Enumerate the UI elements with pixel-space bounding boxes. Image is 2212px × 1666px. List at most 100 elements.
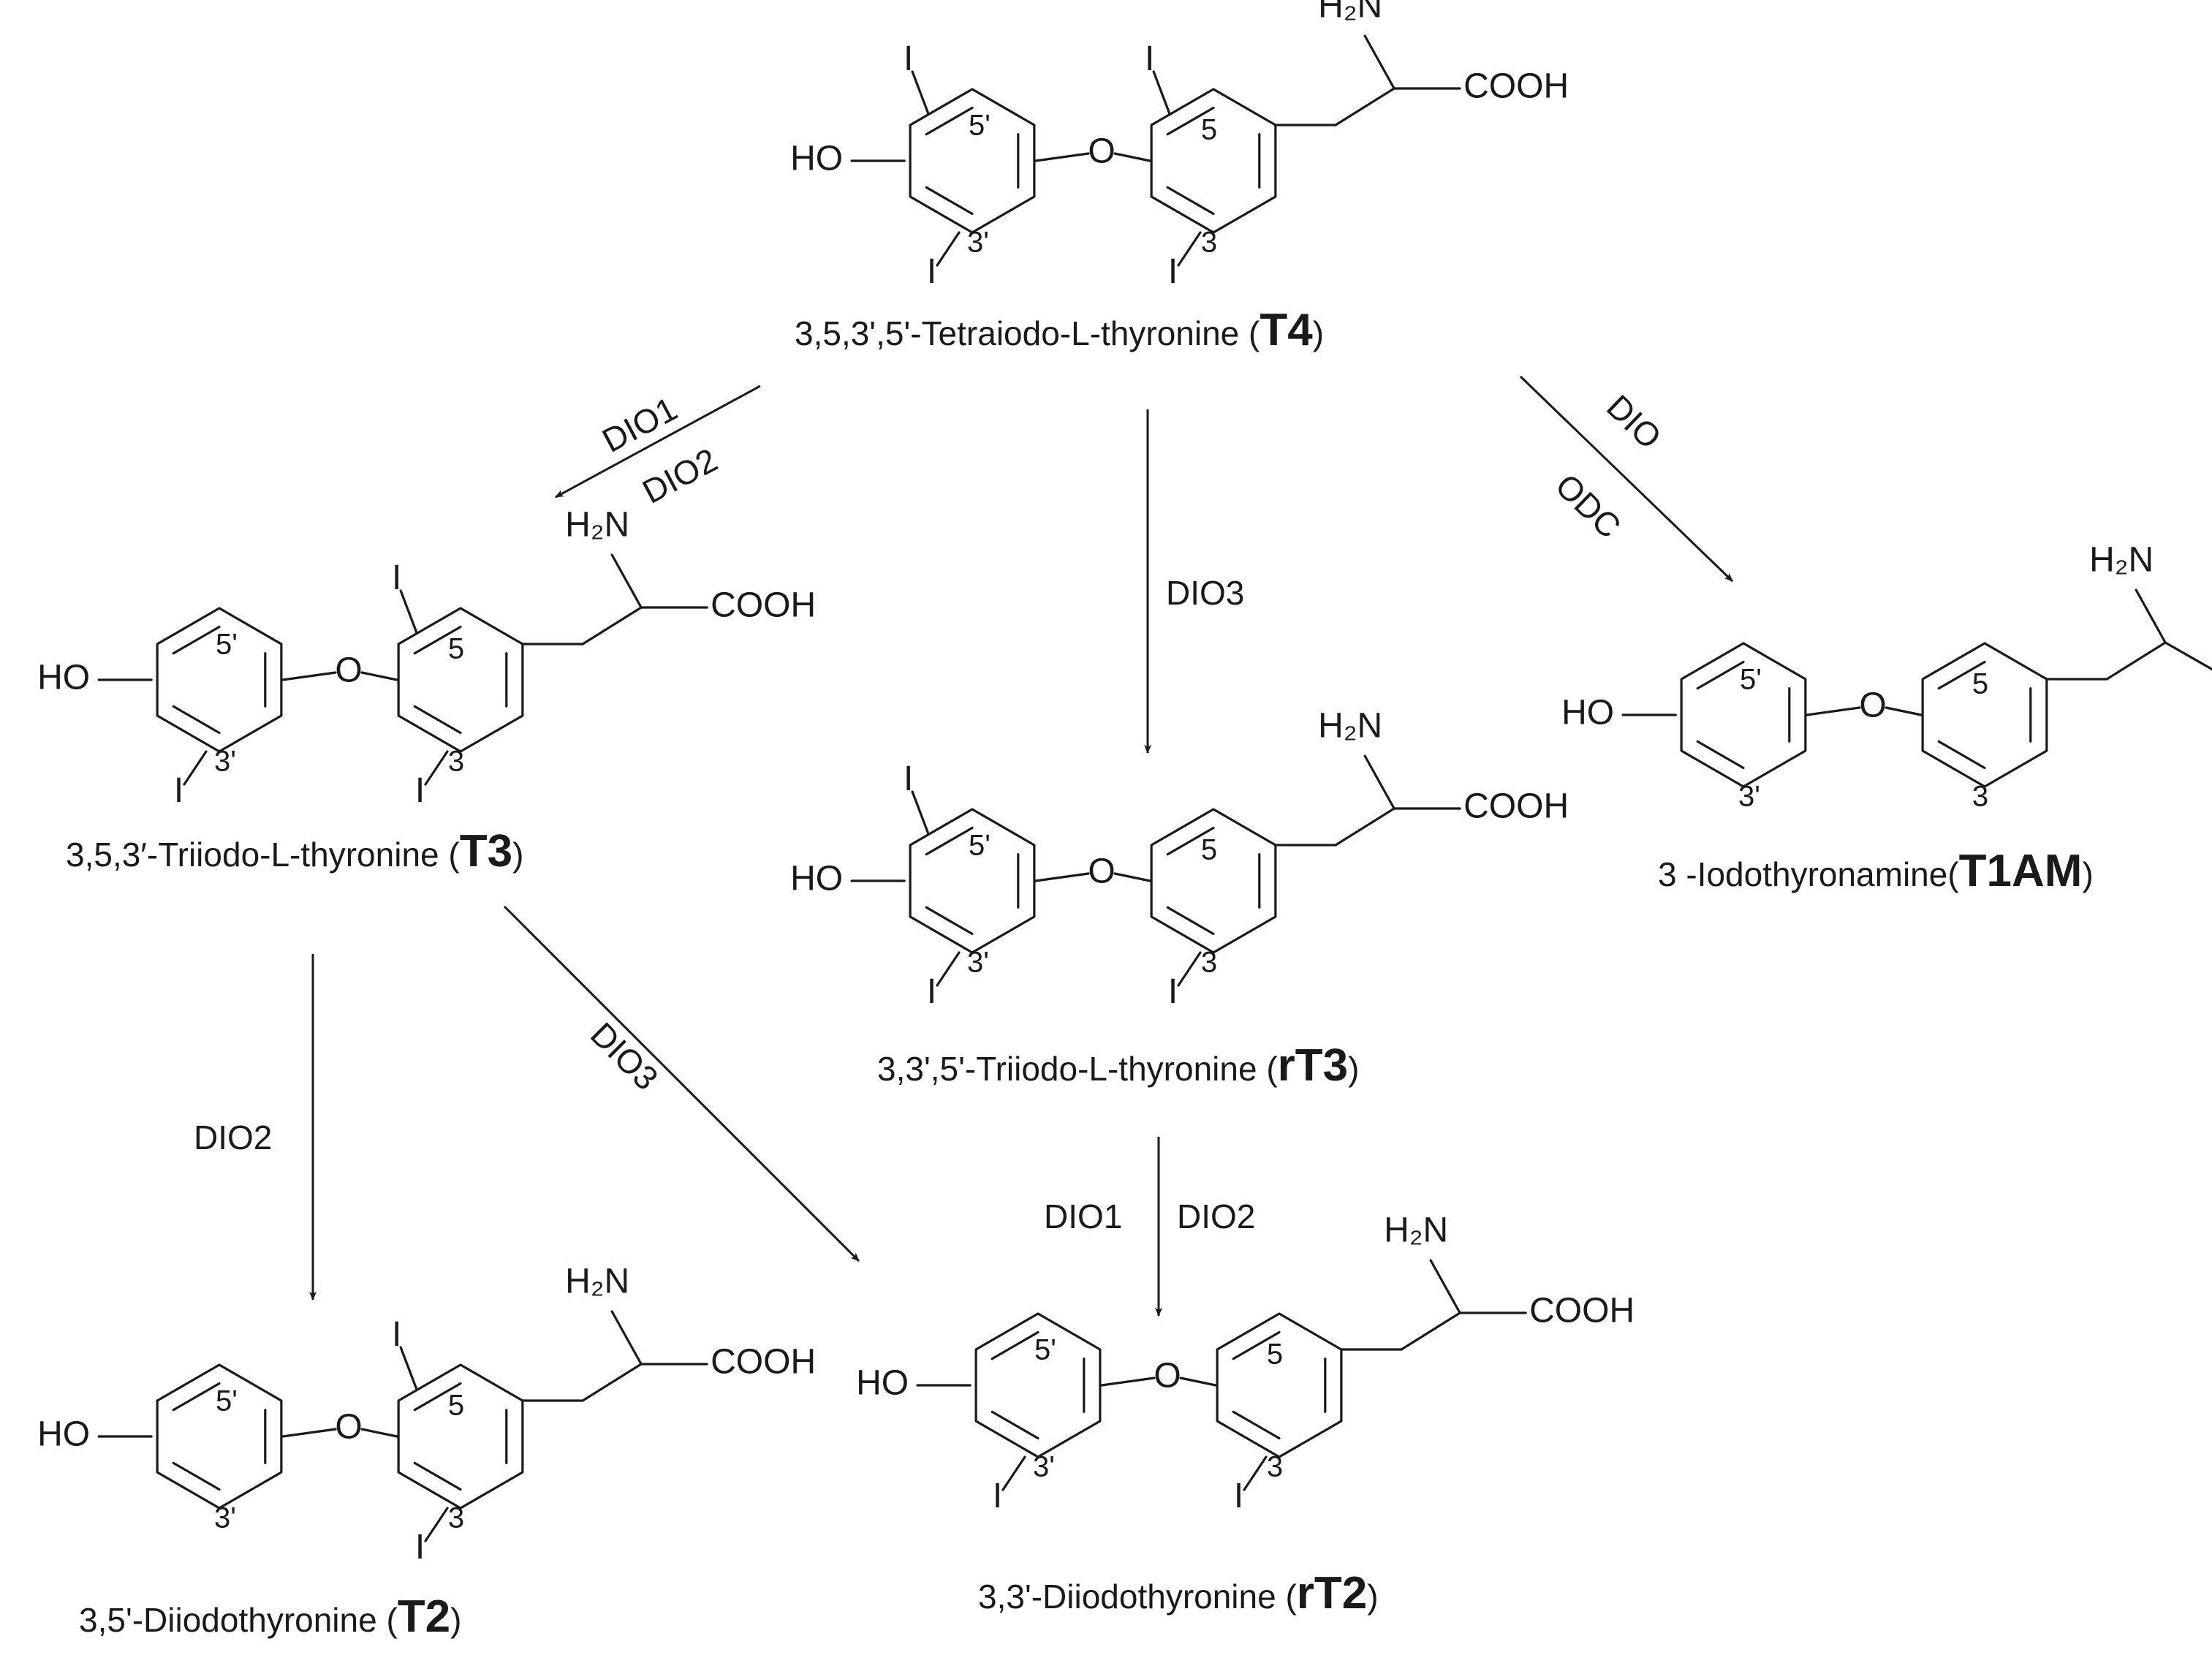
right-ring-double-bond [1232, 1410, 1281, 1440]
position-3: 3 [448, 1502, 464, 1534]
bond-ether-left [1806, 706, 1861, 716]
position-5prime: 5' [1034, 1334, 1056, 1366]
left-ring [909, 88, 1036, 234]
bond-iodine-3prime [183, 750, 208, 786]
compound-close-rt3: ) [1348, 1050, 1359, 1088]
iodine-3prime: I [174, 771, 183, 810]
amine-group: H₂N [2089, 541, 2154, 580]
right-ring-double-bond [1166, 826, 1215, 856]
enzyme-label-dio1-t4-t3: DIO1 [596, 390, 683, 460]
bond-iodine-5prime [911, 790, 930, 836]
bond-ether-left [281, 1428, 337, 1438]
right-ring [1921, 642, 2048, 788]
enzyme-label-dio-t4-t1am: DIO [1599, 387, 1669, 456]
amine-group: H₂N [1384, 1211, 1448, 1250]
hydroxyl-group: HO [1561, 694, 1614, 732]
position-3prime: 3' [214, 746, 236, 778]
enzyme-label-dio2-rt3-rt2: DIO2 [1177, 1197, 1255, 1235]
iodine-3: I [1168, 972, 1178, 1011]
reaction-arrows [309, 375, 1734, 1317]
right-ring-double-bond [1166, 906, 1215, 936]
left-ring [909, 808, 1036, 954]
iodine-5: I [392, 1315, 401, 1354]
bond-ether-right [360, 671, 398, 681]
carboxyl-group: COOH [711, 586, 816, 625]
enzyme-label-odc-t4-t1am: ODC [1548, 466, 1629, 545]
left-ring [1680, 642, 1807, 788]
right-ring-double-bond [413, 705, 462, 735]
compound-close-t2: ) [450, 1601, 461, 1639]
left-ring-double-bond [991, 1410, 1039, 1440]
left-ring-double-bond [925, 906, 974, 936]
right-ring-double-bond [413, 1461, 462, 1491]
left-ring-double-bond [925, 106, 974, 136]
bond-ether-left [1100, 1377, 1156, 1387]
iodine-3prime: I [927, 252, 936, 291]
ether-oxygen: O [335, 1408, 362, 1447]
right-ring-double-bond [1937, 660, 1986, 690]
bond-ether-left [1034, 872, 1090, 882]
compound-label-t1am: 3 -Iodothyronamine(T1AM) [1658, 846, 2094, 896]
compound-label-rt3: 3,3',5'-Triiodo-L-thyronine (rT3) [877, 1040, 1359, 1091]
enzyme-label-dio2-t4-t3: DIO2 [636, 441, 723, 511]
bond-side-chain-2 [581, 1363, 643, 1402]
right-ring-double-bond [1166, 106, 1215, 136]
right-ring [397, 607, 524, 753]
arrow-t4-to-t1am [1519, 375, 1734, 583]
compound-code-t2: T2 [398, 1591, 450, 1642]
right-ring [1150, 808, 1277, 954]
bond-ether-right [1179, 1377, 1217, 1387]
bond-amine [610, 1310, 643, 1366]
hydroxyl-group: HO [790, 140, 843, 178]
position-3: 3 [448, 746, 464, 778]
bond-ether-left [1034, 152, 1090, 162]
hydroxyl-group: HO [790, 860, 843, 898]
bond-iodine-3 [1243, 1455, 1268, 1491]
right-ring-double-bond [413, 1382, 462, 1412]
left-ring [156, 1363, 283, 1510]
compound-close-t1am: ) [2082, 855, 2093, 893]
compound-label-t2: 3,5'-Diiodothyronine (T2) [79, 1591, 461, 1642]
bond-side-chain-2 [1400, 1311, 1461, 1351]
bond-iodine-3 [1177, 951, 1202, 987]
compound-code-t3: T3 [460, 826, 512, 876]
compound-name-rt3: 3,3',5'-Triiodo-L-thyronine ( [877, 1050, 1278, 1088]
iodine-3: I [415, 771, 425, 810]
hydroxyl-group: HO [856, 1364, 909, 1403]
right-ring [397, 1363, 524, 1510]
position-3: 3 [1201, 227, 1217, 259]
iodine-5prime: I [904, 760, 913, 798]
bond-ether-right [1113, 152, 1151, 162]
position-3prime: 3' [1033, 1451, 1055, 1483]
ether-oxygen: O [1154, 1357, 1181, 1396]
bond-amine [2135, 588, 2167, 644]
right-ring [1216, 1312, 1343, 1458]
bond-ether-left [281, 671, 337, 681]
bond-iodine-3prime [936, 951, 961, 987]
carboxyl-group: COOH [1463, 787, 1569, 826]
bond-iodine-3 [1177, 231, 1202, 267]
compound-close-t3: ) [512, 836, 523, 874]
position-5: 5 [1201, 834, 1217, 866]
left-ring-double-bond [991, 1330, 1039, 1360]
bond-iodine-3 [424, 750, 449, 786]
position-3: 3 [1972, 781, 1988, 813]
enzyme-label-dio1-rt3-rt2: DIO1 [1044, 1197, 1122, 1235]
position-5prime: 5' [969, 830, 991, 862]
amine-group: H₂N [565, 506, 629, 545]
position-3: 3 [1201, 947, 1217, 979]
right-ring-double-bond [1937, 740, 1986, 770]
left-ring-double-bond [1696, 740, 1745, 770]
bond-amine [1363, 754, 1395, 810]
bond-iodine-3 [424, 1507, 449, 1542]
bond-iodine-3prime [1001, 1455, 1026, 1491]
iodine-5prime: I [904, 39, 913, 78]
compound-name-rt2: 3,3'-Diiodothyronine ( [978, 1578, 1297, 1616]
compound-name-t3: 3,5,3′-Triiodo-L-thyronine ( [66, 836, 460, 874]
compound-name-t2: 3,5'-Diiodothyronine ( [79, 1601, 398, 1639]
